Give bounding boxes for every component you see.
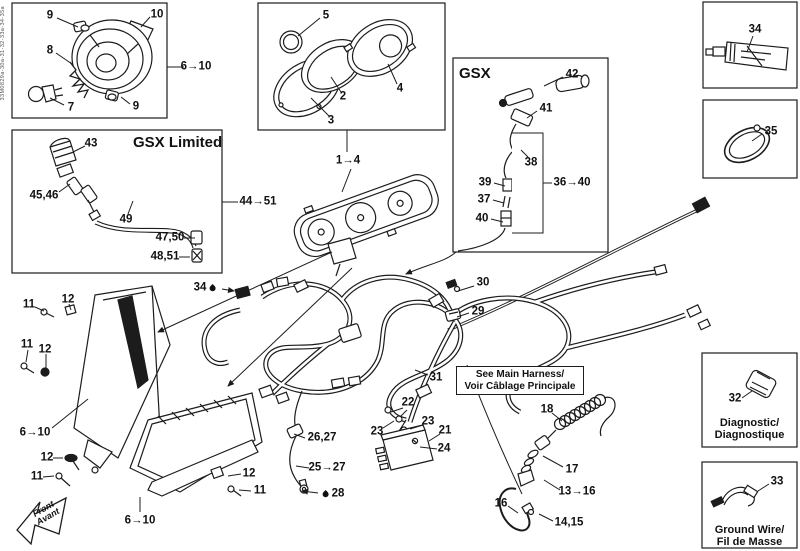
sealant-tube-art bbox=[705, 41, 789, 71]
gauge-kit-art bbox=[273, 19, 417, 118]
gsx-box-title: GSX bbox=[459, 65, 491, 82]
gauge-cluster-art bbox=[293, 174, 439, 277]
gsx-limited-kit-art bbox=[49, 137, 203, 263]
front-arrow bbox=[16, 496, 67, 546]
ground-wire-art bbox=[710, 484, 759, 508]
main-harness-note-line2: Voir Câblage Principale bbox=[464, 380, 576, 392]
arrow-leaders bbox=[157, 251, 457, 495]
module-art bbox=[374, 406, 434, 471]
antenna-cable-art bbox=[447, 196, 711, 332]
tether-art bbox=[498, 393, 616, 532]
headlight-bulb-kit-art bbox=[27, 19, 154, 103]
diagnostic-caption: Diagnostic/ Diagnostique bbox=[714, 417, 785, 442]
sealing-ring-art bbox=[723, 124, 771, 164]
main-harness-note-line1: See Main Harness/ bbox=[475, 369, 565, 380]
headlight-modules-art bbox=[73, 285, 263, 497]
headlight-wire-art bbox=[286, 423, 309, 494]
main-harness-art bbox=[201, 263, 712, 441]
diagnostic-connector-art bbox=[745, 369, 777, 399]
ground-wire-caption: Ground Wire/ Fil de Masse bbox=[714, 524, 785, 549]
main-harness-note: See Main Harness/ Voir Câblage Principal… bbox=[456, 366, 584, 395]
gsx-kit-art bbox=[457, 74, 590, 252]
page-reference-code: 33M0829a-30a-31-32-33a-34-35a bbox=[0, 6, 6, 101]
gsx-limited-box-title: GSX Limited bbox=[133, 134, 223, 151]
